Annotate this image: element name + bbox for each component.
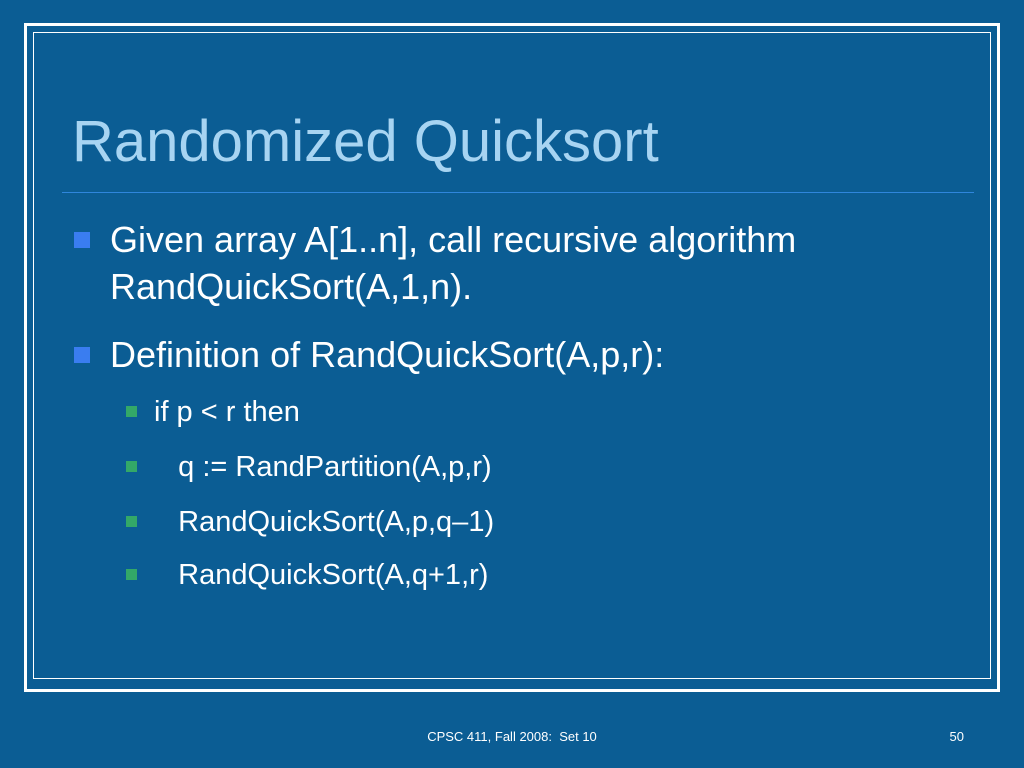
sub-bullet-text: RandQuickSort(A,q+1,r) (154, 559, 489, 591)
sub-bullet-text: q := RandPartition(A,p,r) (154, 451, 492, 483)
square-sub-bullet-icon (126, 461, 137, 472)
footer-course-label: CPSC 411, Fall 2008: Set 10 (427, 729, 597, 744)
square-sub-bullet-icon (126, 516, 137, 527)
sub-bullet-text: if p < r then (154, 396, 300, 428)
square-sub-bullet-icon (126, 406, 137, 417)
sub-bullet-text: RandQuickSort(A,p,q–1) (154, 506, 495, 538)
slide-title: Randomized Quicksort (72, 109, 659, 174)
square-sub-bullet-icon (126, 569, 137, 580)
footer-page-number: 50 (949, 729, 964, 744)
bullet-text: Given array A[1..n], call recursive algo… (110, 219, 797, 307)
bullet-text: Definition of RandQuickSort(A,p,r): (110, 334, 665, 375)
square-bullet-icon (74, 232, 90, 248)
title-divider (62, 192, 974, 193)
slide-frame-outer (24, 23, 1000, 692)
square-bullet-icon (74, 347, 90, 363)
slide-frame-inner (33, 32, 991, 679)
